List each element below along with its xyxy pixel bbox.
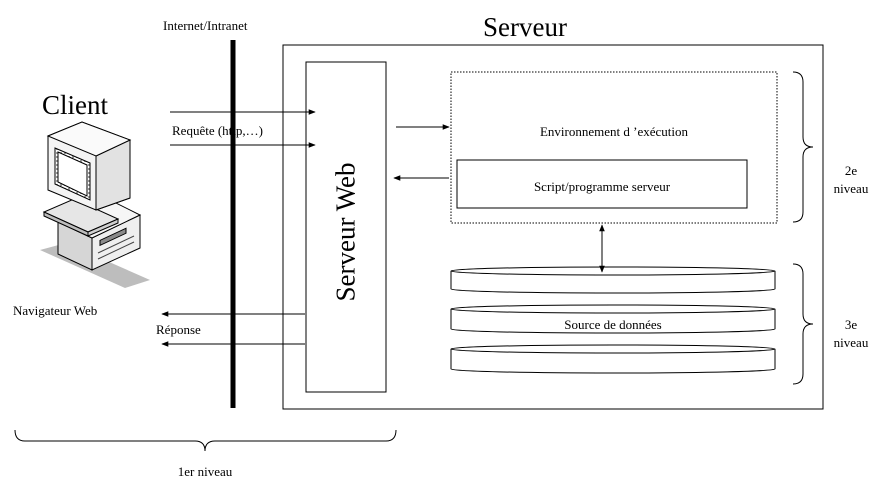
tier3-label-line2: niveau <box>833 335 869 350</box>
server-box <box>282 44 824 410</box>
runtime-label: Environnement d ’exécution <box>539 124 688 139</box>
tier3-brace <box>792 263 814 385</box>
tier3-label-line1: 3e <box>844 317 858 332</box>
data-source-label: Source de données <box>564 317 662 332</box>
response-label: Réponse <box>156 322 201 337</box>
web-server-label: Serveur Web <box>330 162 361 302</box>
script-box <box>456 159 748 209</box>
database-stack-icon <box>450 266 776 374</box>
server-title: Serveur <box>483 12 567 42</box>
tier1-brace <box>14 429 397 452</box>
tier2-label-line1: 2e <box>844 163 858 178</box>
tier2-brace <box>792 71 814 223</box>
runtime-environment-box <box>450 71 778 224</box>
browser-label: Navigateur Web <box>13 303 98 318</box>
tier1-label: 1er niveau <box>177 464 233 479</box>
network-label: Internet/Intranet <box>163 18 248 33</box>
tier2-label-line2: niveau <box>833 181 869 196</box>
request-label: Requête (http,…) <box>172 123 263 138</box>
computer-icon <box>40 121 150 288</box>
client-title: Client <box>42 90 108 120</box>
script-label: Script/programme serveur <box>533 179 671 194</box>
web-server-box <box>305 61 387 393</box>
